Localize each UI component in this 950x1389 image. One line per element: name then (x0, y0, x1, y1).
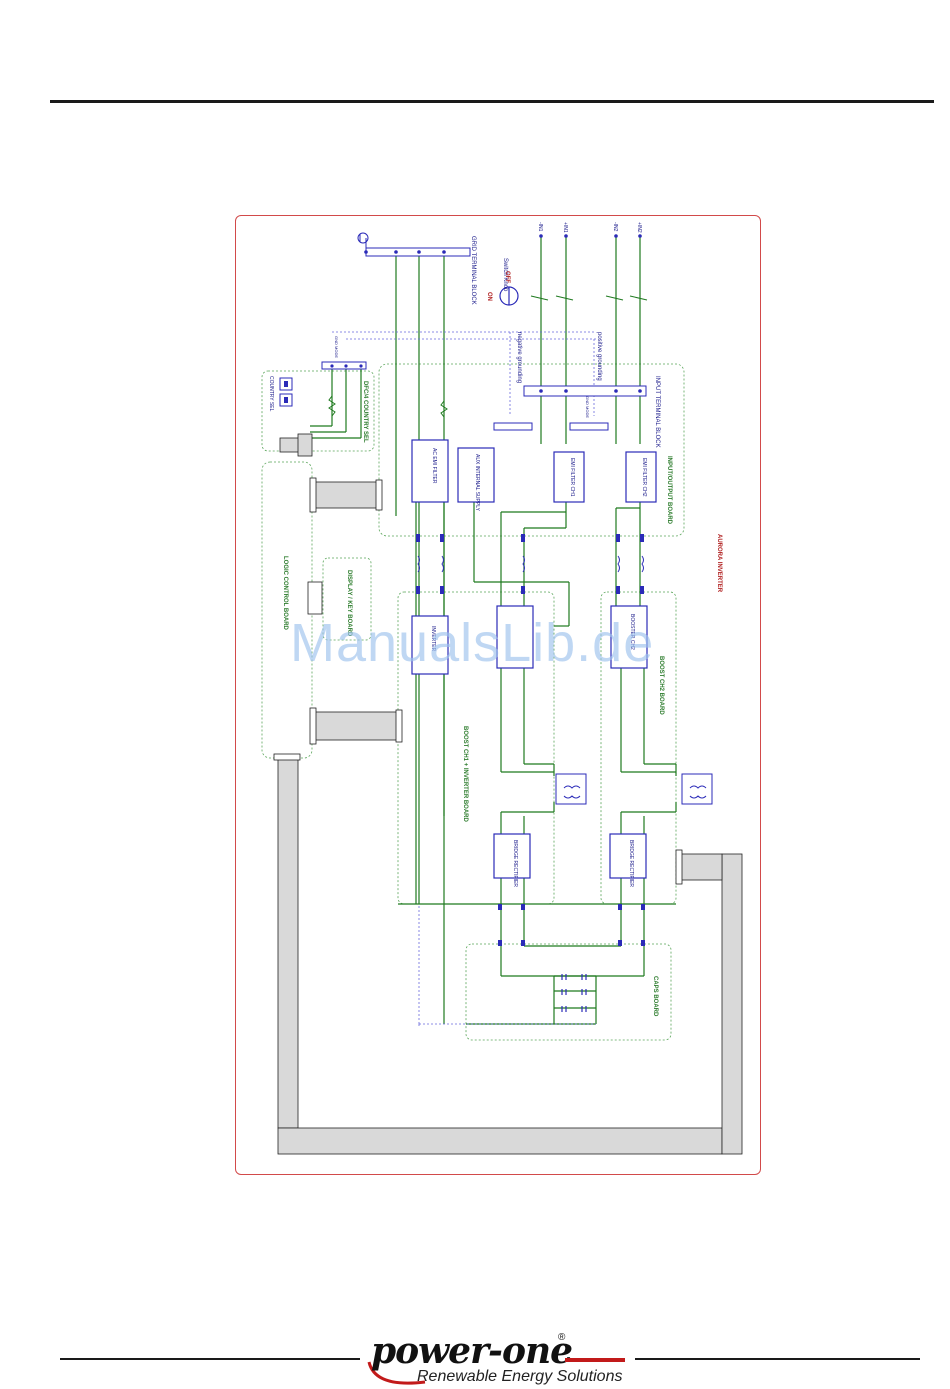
gnd-mode-jumper-1 (493, 422, 533, 431)
input-output-board-label: INPUT/OUTPUT BOARD (666, 456, 672, 525)
ribbon-cable-top (313, 481, 379, 509)
emi-filter-ch2-label: EMI FILTER CH2 (641, 458, 647, 497)
logic-control-board-label: LOGIC CONTROL BOARD (282, 556, 288, 631)
transformer-ch2 (681, 773, 713, 805)
footer-rule-right (635, 1358, 920, 1360)
gnd-mode-label-2: GND MODE (585, 396, 590, 418)
block-diagram-frame: GRID TERMINAL BLOCK INPUT TERMINAL BLOCK… (235, 215, 761, 1175)
logo-brand: power-one (371, 1330, 573, 1372)
logo-red-bar (565, 1358, 625, 1362)
inverter-block (411, 615, 449, 675)
logo-swoosh-icon (367, 1361, 426, 1385)
logo-tagline: Renewable Energy Solutions (417, 1368, 623, 1385)
positive-grounding-label: positive grounding (596, 332, 602, 381)
gnd-mode-label-1: GND MODE (334, 336, 339, 358)
pv-input-label: -IN1 (537, 222, 543, 232)
footer-rule-left (60, 1358, 360, 1360)
switch-knob-icon (499, 286, 519, 306)
ac-emi-filter-label: AC EMI FILTER (431, 448, 437, 484)
transformer-ch1 (555, 773, 587, 805)
watermark: ManualsLib.de (290, 613, 655, 673)
country-sel-label: COUNTRY SEL (268, 376, 274, 412)
boost-ch2-board-label: BOOST CH2 BOARD (658, 656, 664, 715)
boost-ch1-inverter-board-outline (397, 591, 555, 905)
emi-filter-ch1-label: EMI FILTER CH1 (569, 458, 575, 497)
display-connector (307, 581, 323, 615)
aux-internal-supply-label: AUX INTERNAL SUPPLY (474, 454, 480, 512)
gnd-mode-connector-1 (321, 361, 367, 370)
pv-input-label: +IN2 (636, 222, 642, 233)
dfc-country-board-outline (261, 370, 375, 452)
emi-filter-ch1-block (553, 451, 585, 503)
ribbon-cable-long-right (721, 853, 743, 1155)
ribbon-cable-long-vertical (277, 755, 299, 1129)
aurora-inverter-label: AURORA INVERTER (716, 534, 722, 593)
dfc-connector (279, 433, 313, 457)
bridge-rectifier-1-label: BRIDGE RECTIFIER (512, 840, 518, 887)
bridge-rectifier-2-label: BRIDGE RECTIFIER (628, 840, 634, 887)
negative-grounding-label: negative grounding (516, 332, 522, 383)
off-label: OFF (504, 271, 510, 283)
booster-ch2-label: BOOSTER CH2 (629, 614, 635, 650)
input-terminal-block-label: INPUT TERMINAL BLOCK (654, 376, 660, 448)
switch-knob-label: Switch Knob (502, 258, 508, 292)
display-key-board-label: DISPLAY / KEY BOARD (346, 570, 352, 637)
earth-ground-icon (357, 232, 369, 252)
grid-terminal-block-label: GRID TERMINAL BLOCK (470, 236, 476, 305)
display-key-board-outline (322, 557, 372, 641)
boost-ch1-inverter-board-label: BOOST CH1 + INVERTER BOARD (462, 726, 468, 823)
capacitor-bank (561, 974, 587, 1012)
ac-emi-filter-block (411, 439, 449, 503)
pv-input-label: +IN1 (562, 222, 568, 233)
emi-filter-ch2-block (625, 451, 657, 503)
bridge-rectifier-1-block (493, 833, 531, 879)
input-terminal-block (523, 385, 647, 397)
caps-board-outline (465, 943, 672, 1041)
boost-ch1-block (496, 605, 534, 669)
caps-board-label: CAPS BOARD (652, 976, 658, 1017)
bridge-rectifier-2-block (609, 833, 647, 879)
on-label: ON (486, 292, 492, 301)
input-output-board-outline (378, 363, 685, 537)
ribbon-cable-mid (313, 711, 401, 741)
aux-internal-supply-block (457, 447, 495, 503)
inverter-label: INVERTER (430, 626, 436, 652)
logic-control-board-outline (261, 461, 313, 759)
booster-ch2-block (610, 605, 648, 669)
aurora-inverter-block-diagram: GRID TERMINAL BLOCK INPUT TERMINAL BLOCK… (261, 222, 743, 1155)
logo-registered: ® (558, 1332, 566, 1343)
ribbon-cable-long-bottom (277, 1127, 723, 1155)
gnd-mode-jumper-2 (569, 422, 609, 431)
power-one-logo: power-one ® Renewable Energy Solutions (365, 1330, 635, 1388)
top-rule (50, 100, 934, 103)
pv-input-label: -IN2 (612, 222, 618, 232)
dfc-country-sel-label: DFC/4 COUNTRY SEL (362, 381, 368, 443)
ribbon-cable-right-stub (679, 853, 723, 881)
